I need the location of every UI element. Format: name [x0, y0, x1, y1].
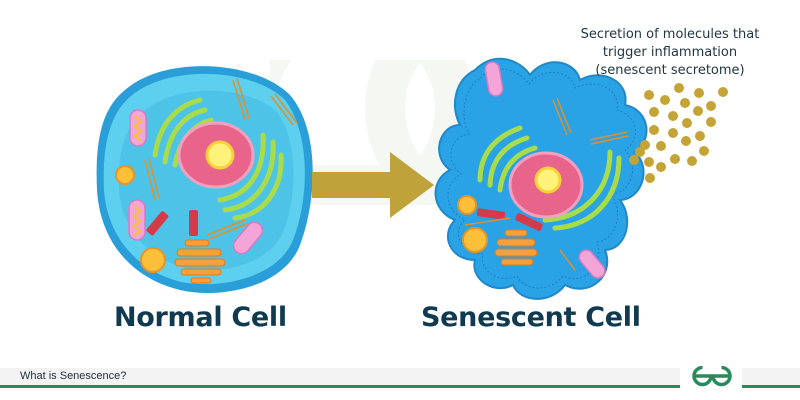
footer-divider	[742, 385, 800, 388]
secretome-particle	[718, 87, 728, 97]
secretome-particle	[668, 111, 678, 121]
microtubules	[144, 77, 298, 240]
nucleolus	[205, 140, 235, 170]
secretome-particle	[640, 140, 650, 150]
centrioles	[146, 210, 198, 236]
secretome-particle	[645, 173, 655, 183]
secretion-note-line: (senescent secretome)	[595, 63, 745, 78]
secretome-particle	[660, 95, 670, 105]
nucleolus	[534, 166, 562, 194]
secretome-particle	[668, 128, 678, 138]
secretome-particle	[670, 154, 680, 164]
footer-bar	[0, 368, 800, 385]
secretome-particle	[635, 147, 645, 157]
endoplasmic-reticulum	[477, 125, 622, 231]
microtubules	[464, 97, 629, 271]
secretome-particle	[629, 155, 639, 165]
mitochondria	[484, 61, 606, 279]
secretome-particle	[682, 118, 692, 128]
golgi-apparatus	[174, 239, 226, 284]
lysosomes	[457, 195, 488, 253]
secretome-particle	[649, 107, 659, 117]
secretome-particle	[680, 98, 690, 108]
secretome-particle	[699, 146, 709, 156]
secretome-particle	[649, 125, 659, 135]
secretome-particle	[656, 162, 666, 172]
secretome-particle	[644, 90, 654, 100]
normal-cell-label: Normal Cell	[114, 302, 287, 333]
normal-cell-illustration	[96, 66, 313, 294]
golgi-apparatus	[494, 229, 538, 266]
secretion-annotation: Secretion of molecules that trigger infl…	[545, 26, 795, 80]
secretome-particle	[644, 157, 654, 167]
secretion-note-line: Secretion of molecules that	[580, 27, 760, 42]
senescent-cell-illustration	[434, 57, 648, 300]
transition-arrow	[312, 152, 434, 218]
senescent-cell-label: Senescent Cell	[421, 302, 641, 333]
secretome-particle	[695, 131, 705, 141]
footer-divider	[0, 385, 680, 388]
lysosomes	[115, 165, 166, 273]
secretion-note-line: trigger inflammation	[602, 45, 738, 60]
footer-title: What is Senescence?	[20, 370, 127, 382]
secretome-particle	[656, 141, 666, 151]
secretome-particle	[674, 83, 684, 93]
secretome-particles	[629, 83, 728, 183]
secretome-particle	[706, 117, 716, 127]
secretome-particle	[693, 106, 703, 116]
secretome-particle	[681, 136, 691, 146]
secretome-particle	[706, 101, 716, 111]
secretome-particle	[687, 156, 697, 166]
centrioles	[476, 208, 543, 231]
secretome-particle	[694, 88, 704, 98]
geeksforgeeks-logo-icon	[692, 365, 732, 387]
